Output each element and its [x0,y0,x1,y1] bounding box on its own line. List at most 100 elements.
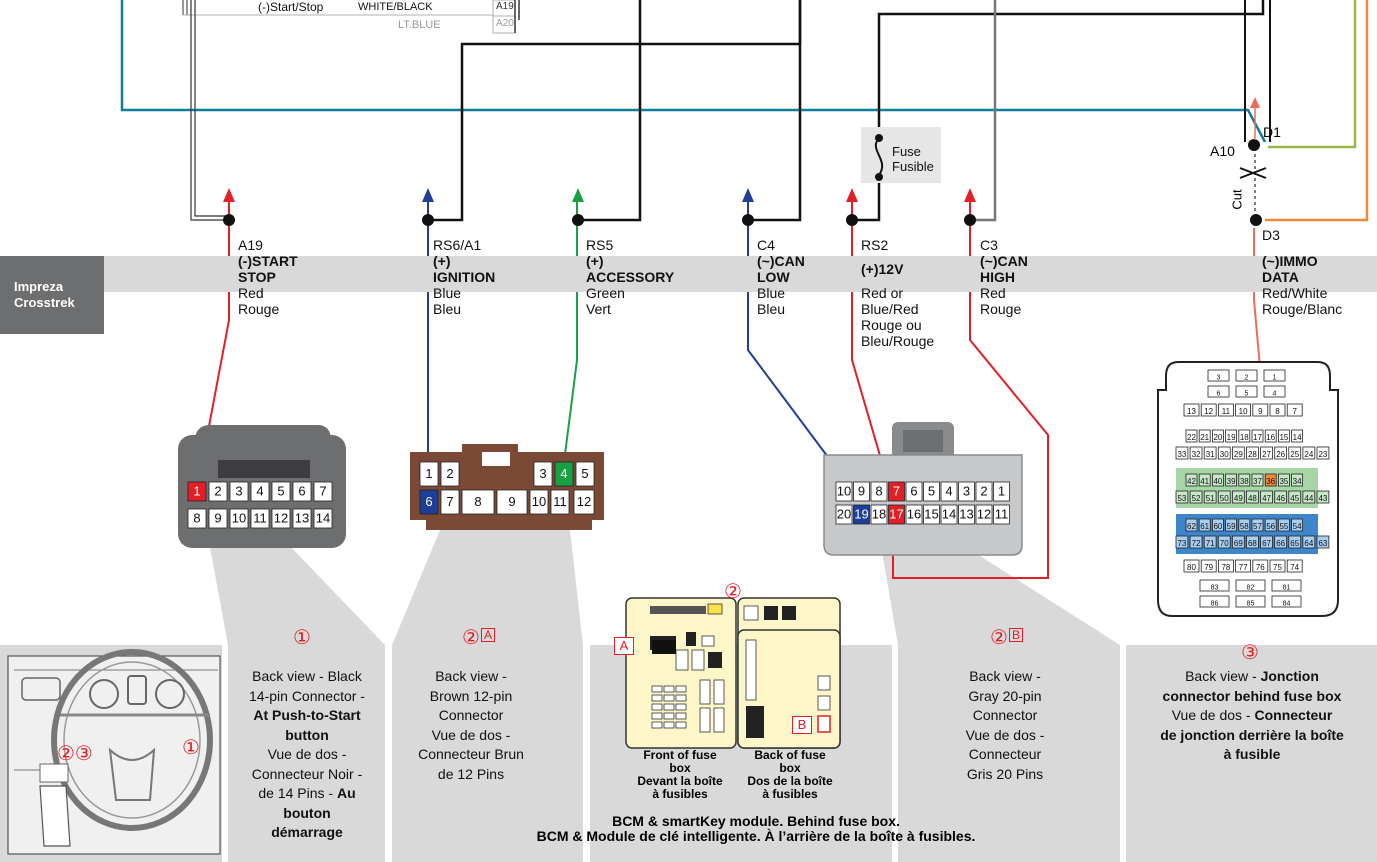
pin [1200,403,1217,417]
fusebox-marker-b: B [792,716,812,734]
pin-number: 11 [1222,407,1231,416]
pin-number: 29 [1234,450,1243,459]
fusebox-illustration [625,597,841,749]
pin [1199,579,1230,592]
pin [1175,490,1189,504]
pin-number: 10 [232,511,246,526]
pin-number: 7 [319,484,326,499]
pin [1271,579,1302,592]
pin-number: 9 [858,484,865,499]
fuse-label: Fuse Fusible [892,144,934,174]
back-l1: Back of fuse [754,748,826,762]
pin [975,481,993,502]
pin-number: 33 [1177,450,1186,459]
pin-number: 16 [907,507,921,522]
pin-number: 74 [1290,563,1299,572]
pin-number: 37 [1253,477,1262,486]
p2-t4: Vue de dos - [431,726,511,743]
pin [208,481,228,502]
wire-code: RS2 [861,237,889,253]
fusebox-number: ② [724,581,742,603]
pin-number: 1 [998,484,1005,499]
pin-number: 13 [1187,407,1196,416]
p2-t6: de 12 Pins [437,765,505,782]
pin-number: 41 [1200,477,1209,486]
wire-color: Rouge ou [861,317,922,333]
caption-en: BCM & smartKey module. Behind fuse box. [612,813,900,829]
top-wire-pin-2: A20 [496,18,514,29]
wire-code: D3 [1262,227,1280,243]
pin [208,508,228,529]
pin-number: 44 [1304,494,1313,503]
pin-number: 71 [1206,539,1215,548]
pin [313,481,333,502]
pin [419,489,439,515]
front-l3: Devant la boîte [637,774,723,788]
wire-signal: HIGH [980,269,1015,285]
pin [1225,473,1237,487]
p1-t1: Back view - Black [252,668,362,684]
pin-number: 9 [508,494,515,509]
pin [853,481,870,502]
p3-num: ② [990,627,1008,649]
pin-number: 12 [1204,407,1213,416]
pin [940,504,958,525]
pin-number: 75 [1273,563,1282,572]
front-l4: à fusibles [652,787,708,801]
top-wire-color: WHITE/BLACK [358,1,433,13]
pin-number: 15 [924,507,938,522]
pin [1207,369,1230,382]
pin-number: 14 [1293,433,1302,442]
pin-number: 78 [1221,563,1230,572]
pin-number: 72 [1192,539,1201,548]
pin [1278,429,1290,443]
pin [958,481,975,502]
wire-code: A19 [238,237,263,253]
pin-number: 17 [889,507,903,522]
wire-color: Bleu [433,301,462,317]
p2-t3: Connector [438,707,504,723]
pin [292,481,312,502]
pin-number: 85 [1247,601,1255,608]
pin-number: 63 [1318,539,1327,548]
pin-number: 9 [1258,407,1263,416]
pin-number: 54 [1293,522,1302,531]
pin-number: 1 [1273,375,1277,382]
pin [1316,490,1330,504]
pin-number: 24 [1304,450,1313,459]
pin [1251,429,1264,443]
pin-number: 6 [1217,391,1221,398]
pin [1198,429,1211,443]
p4-t2: Jonction [1260,668,1319,684]
pin [1269,403,1286,417]
pin-number: 84 [1283,601,1291,608]
pin [1246,446,1259,460]
pin [1291,429,1303,443]
pin [923,481,940,502]
pin [1225,429,1237,443]
pin-number: 19 [854,507,868,522]
pin-number: 81 [1283,585,1291,592]
pin [853,504,870,525]
p3-t2: Gray 20-pin [968,687,1042,704]
pin-number: 16 [1266,433,1275,442]
fusebox-caption: BCM & smartKey module. Behind fuse box. … [392,814,1120,844]
pin [1212,518,1224,532]
cut-section [1239,97,1267,226]
wire-color: Vert [586,301,611,317]
wire-code: RS5 [586,237,614,253]
p3-sup: B [1008,628,1023,642]
pin [1235,369,1258,382]
panel1-description: Back view - Black 14-pin Connector - At … [232,667,382,843]
a10-label: A10 [1210,143,1235,159]
pin [1263,385,1286,398]
pin [1278,473,1290,487]
pin [1212,473,1224,487]
fuse-label-fr: Fusible [892,159,934,174]
pin [993,481,1010,502]
pin [1235,385,1258,398]
fuse-label-en: Fuse [892,144,921,159]
vehicle-model-2: Crosstrek [14,295,75,310]
